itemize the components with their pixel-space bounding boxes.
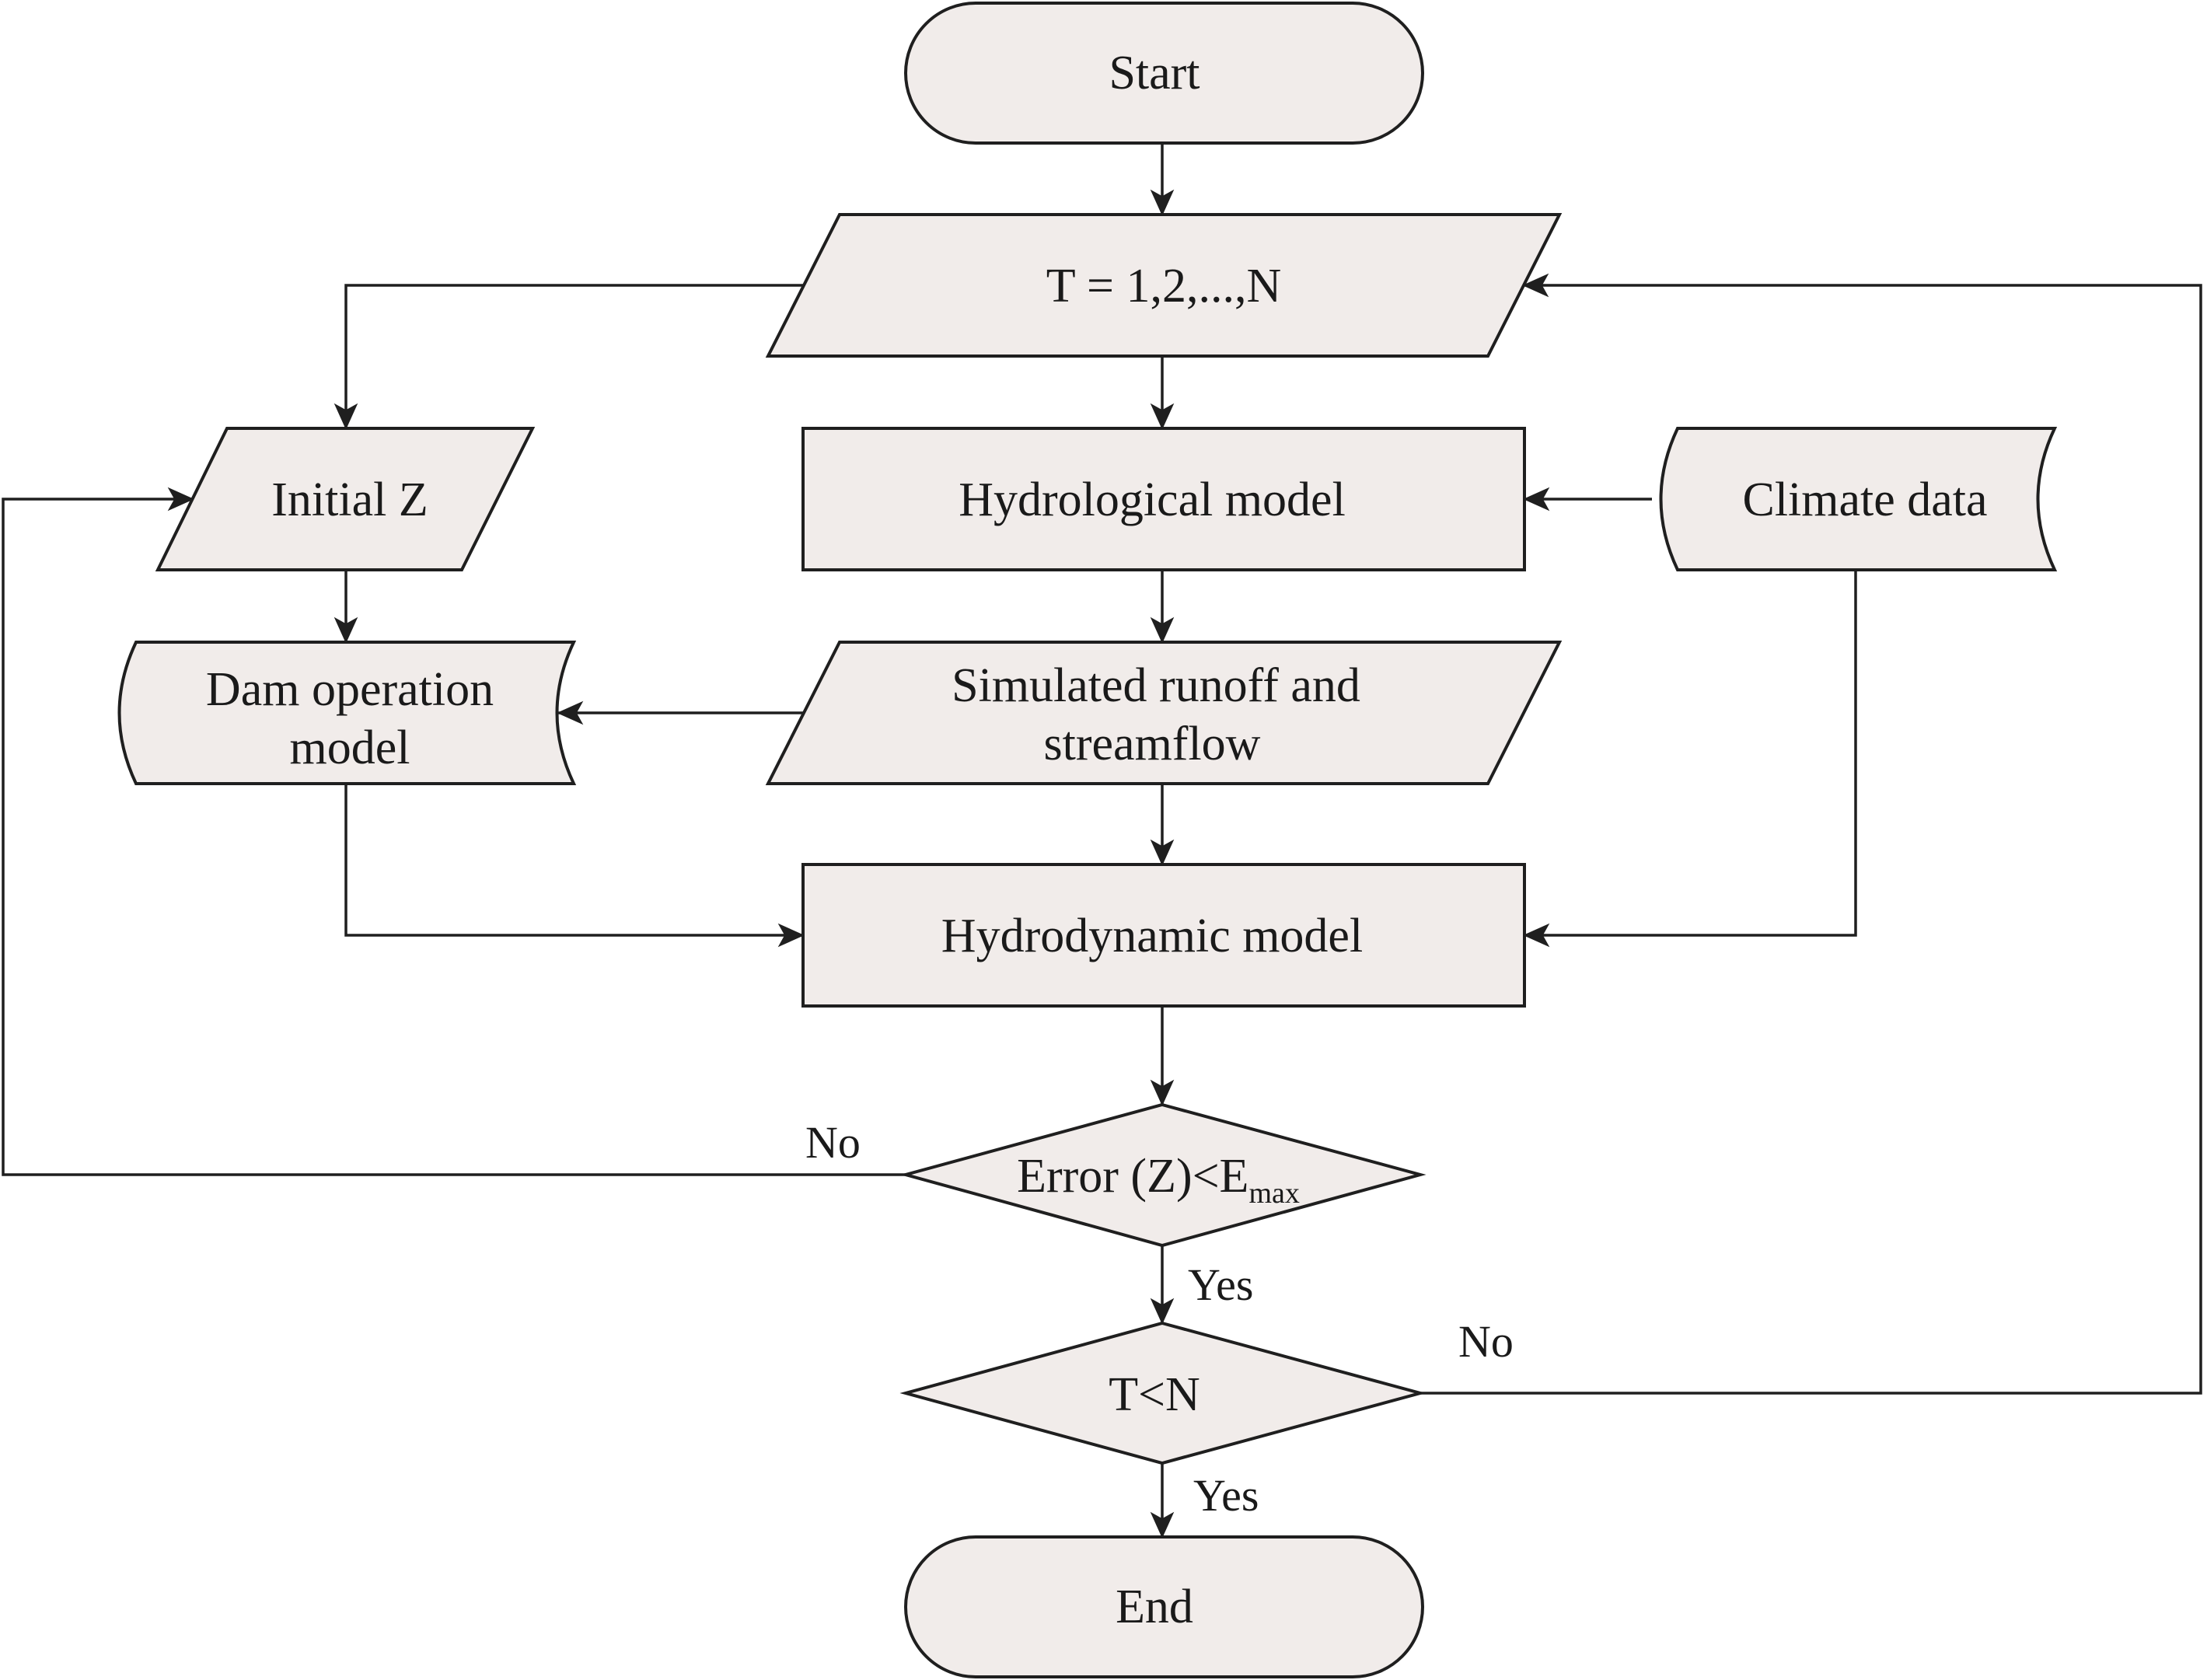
dam-operation-model-node: Dam operation model <box>117 641 577 785</box>
simulated-runoff-label-line2: streamflow <box>1044 718 1261 770</box>
arrow-climate-to-hydrodynamic <box>1523 570 1857 948</box>
error-check-node: Error (Z)<Emax <box>899 1102 1427 1248</box>
simulated-runoff-label-line1: Simulated runoff and <box>952 659 1360 712</box>
error-no-label: No <box>805 1117 861 1168</box>
time-yes-label: Yes <box>1193 1470 1259 1521</box>
hydrodynamic-model-label: Hydrodynamic model <box>941 910 1363 962</box>
hydrological-model-label: Hydrological model <box>959 473 1346 526</box>
time-loop-node: T = 1,2,...,N <box>765 213 1563 358</box>
time-loop-label: T = 1,2,...,N <box>1046 260 1282 313</box>
dam-operation-model-label-line2: model <box>290 721 410 774</box>
end-node: End <box>904 1535 1424 1678</box>
time-no-label: No <box>1458 1316 1514 1367</box>
initial-z-label: Initial Z <box>271 473 428 526</box>
arrow-error-no-to-initial-z <box>2 487 906 1176</box>
simulated-runoff-node: Simulated runoff and streamflow <box>765 641 1563 785</box>
time-check-label: T<N <box>1109 1368 1200 1421</box>
end-label: End <box>1116 1580 1193 1633</box>
start-node: Start <box>904 2 1424 145</box>
dam-operation-model-label-line1: Dam operation <box>206 663 494 716</box>
hydrological-model-node: Hydrological model <box>801 427 1526 571</box>
hydrodynamic-model-node: Hydrodynamic model <box>801 863 1526 1008</box>
time-check-node: T<N <box>899 1321 1427 1465</box>
climate-data-label: Climate data <box>1742 473 1987 526</box>
arrow-time-no-to-loop <box>1420 273 2202 1395</box>
start-label: Start <box>1109 47 1200 100</box>
error-yes-label: Yes <box>1188 1259 1253 1310</box>
arrow-dam-to-hydrodynamic <box>344 784 805 948</box>
initial-z-node: Initial Z <box>155 427 536 571</box>
arrow-loop-to-initial-z <box>333 284 804 430</box>
error-check-label: Error (Z)<Emax <box>1017 1150 1300 1210</box>
climate-data-node: Climate data <box>1659 427 2058 571</box>
